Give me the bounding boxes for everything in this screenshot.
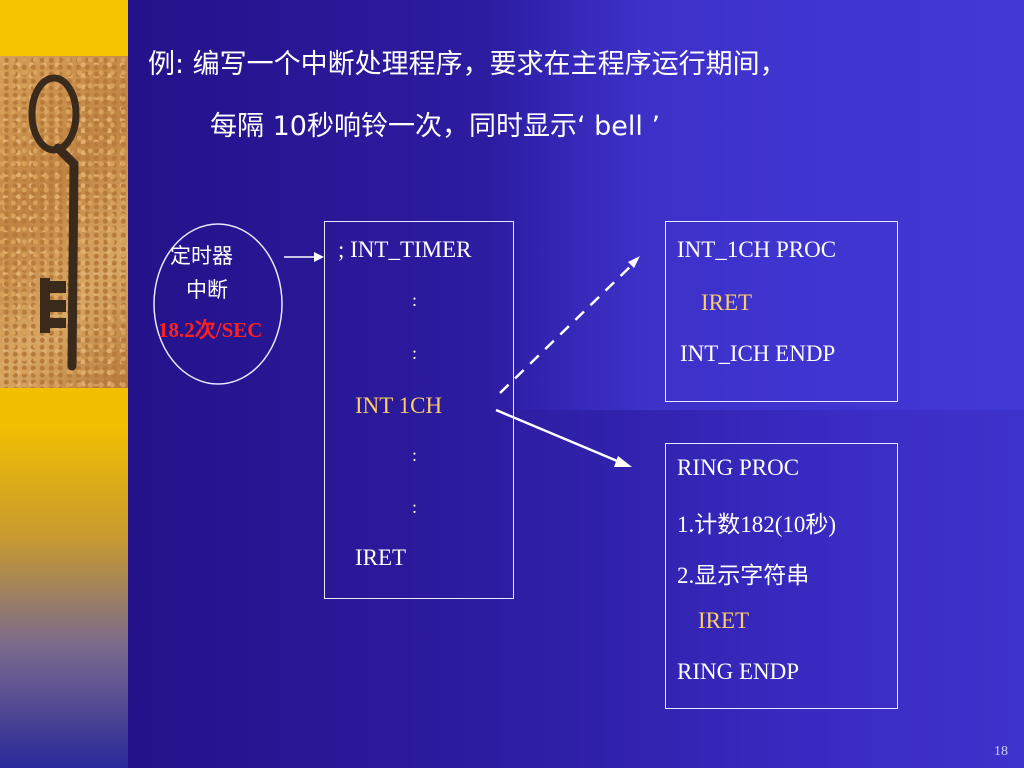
title-line-1: 例: 编写一个中断处理程序，要求在主程序运行期间， xyxy=(148,49,787,80)
ring-line-5: RING ENDP xyxy=(677,659,800,684)
main-line-7: IRET xyxy=(355,545,407,570)
ring-box xyxy=(665,443,898,709)
main-line-6: : xyxy=(412,497,418,517)
int1ch-line-1: INT_1CH PROC xyxy=(677,237,837,262)
int1ch-line-3: INT_ICH ENDP xyxy=(680,341,836,366)
main-line-1: ; INT_TIMER xyxy=(338,237,472,262)
ring-line-3: 2.显示字符串 xyxy=(677,563,810,588)
diagram-arrows xyxy=(153,223,640,467)
main-routine-box xyxy=(324,221,514,599)
dashed-arrow-to-1ch xyxy=(499,262,635,394)
timer-ellipse xyxy=(153,223,283,385)
ring-line-1: RING PROC xyxy=(677,455,800,480)
timer-label-2: 中断 xyxy=(186,278,228,302)
int1ch-line-2: IRET xyxy=(701,290,753,315)
key-icon xyxy=(28,74,80,371)
ring-line-2: 1.计数182(10秒) xyxy=(677,512,837,537)
page-number: 18 xyxy=(994,744,1008,759)
main-line-2: : xyxy=(412,290,418,310)
ring-line-4: IRET xyxy=(698,608,750,633)
timer-rate: 18.2次/SEC xyxy=(158,318,263,342)
int1ch-box xyxy=(665,221,898,402)
main-line-4: INT 1CH xyxy=(355,393,443,418)
title-line-2: 每隔 10秒响铃一次，同时显示‘ bell ’ xyxy=(210,111,661,142)
key-photo xyxy=(0,56,128,388)
main-line-3: : xyxy=(412,343,418,363)
slide-content: 例: 编写一个中断处理程序，要求在主程序运行期间， 每隔 10秒响铃一次，同时显… xyxy=(128,0,1024,768)
timer-label-1: 定时器 xyxy=(170,244,233,268)
arrow-to-ring xyxy=(495,408,623,465)
main-line-5: : xyxy=(412,445,418,465)
